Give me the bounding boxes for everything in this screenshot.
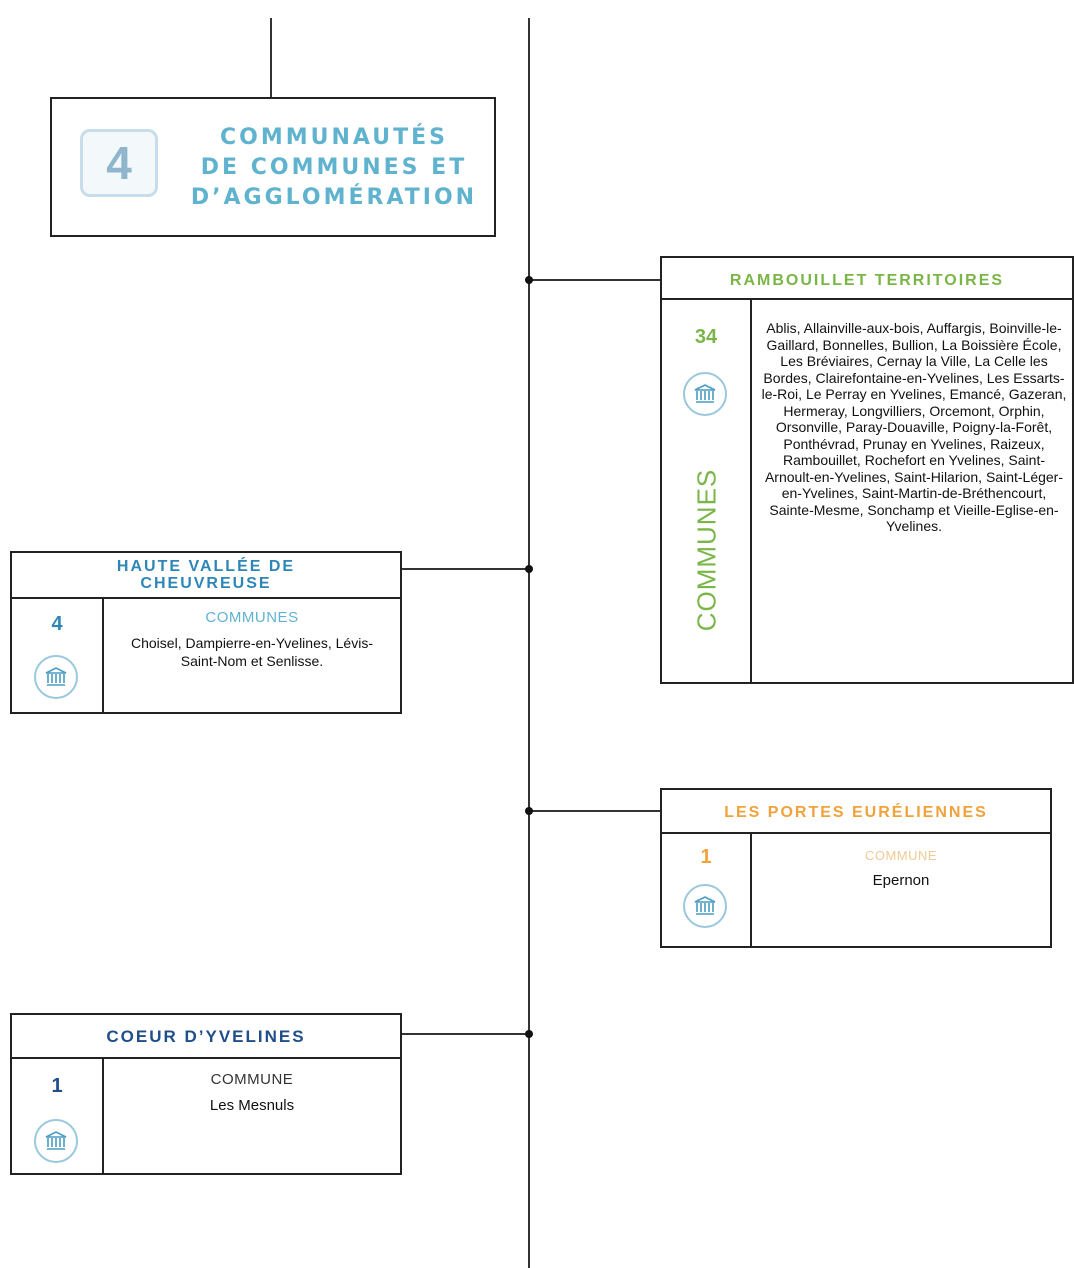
communes-vertical-label: COMMUNES <box>691 468 722 632</box>
card-side: 34 COMMUNES <box>662 300 752 682</box>
card-title: HAUTE VALLÉE DE CHEUVREUSE <box>12 553 400 599</box>
card-coeur: COEUR D’YVELINES 1 COMMUNE Les Mesnuls <box>10 1013 402 1175</box>
header-title-line: COMMUNAUTÉS <box>219 125 448 150</box>
communes-label: COMMUNE <box>864 848 938 863</box>
node-rambouillet <box>525 276 533 284</box>
header-title-line: DE COMMUNES ET <box>200 155 468 180</box>
card-content: COMMUNES Choisel, Dampierre-en-Yvelines,… <box>104 599 400 712</box>
card-haute-vallee: HAUTE VALLÉE DE CHEUVREUSE 4 COMMUNES Ch… <box>10 551 402 714</box>
header-title: COMMUNAUTÉS DE COMMUNES ET D’AGGLOMÉRATI… <box>178 123 490 213</box>
card-title: COEUR D’YVELINES <box>12 1015 400 1059</box>
town-hall-icon <box>34 655 78 699</box>
card-side: 1 <box>12 1059 104 1173</box>
commune-count: 34 <box>694 326 718 348</box>
communes-label: COMMUNES <box>205 609 299 626</box>
town-hall-icon <box>34 1119 78 1163</box>
card-content: COMMUNE Les Mesnuls <box>104 1059 400 1173</box>
communes-label: COMMUNE <box>210 1071 294 1088</box>
node-portes <box>525 807 533 815</box>
card-portes: LES PORTES EURÉLIENNES 1 COMMUNE Epernon <box>660 788 1052 948</box>
commune-count: 4 <box>51 613 63 635</box>
communes-list: Les Mesnuls <box>209 1097 295 1114</box>
main-vertical-line <box>528 18 530 1268</box>
connector-haute-vallee <box>402 568 529 570</box>
header-title-line: D’AGGLOMÉRATION <box>190 185 478 210</box>
communes-list: Epernon <box>872 872 930 889</box>
communes-list: Choisel, Dampierre-en-Yvelines, Lévis-Sa… <box>131 635 373 669</box>
connector-rambouillet <box>529 279 662 281</box>
connector-portes <box>529 810 662 812</box>
header-number-badge: 4 <box>80 129 158 197</box>
node-coeur <box>525 1030 533 1038</box>
card-title: LES PORTES EURÉLIENNES <box>662 790 1050 834</box>
connector-coeur <box>402 1033 529 1035</box>
town-hall-icon <box>683 884 727 928</box>
card-side: 1 <box>662 834 752 946</box>
commune-count: 1 <box>700 846 712 868</box>
communes-list: Ablis, Allainville-aux-bois, Auffargis, … <box>761 320 1067 534</box>
node-haute-vallee <box>525 565 533 573</box>
town-hall-icon <box>683 372 727 416</box>
card-rambouillet: RAMBOUILLET TERRITOIRES 34 COMMUNES Abli… <box>660 256 1074 684</box>
card-side: 4 <box>12 599 104 712</box>
commune-count: 1 <box>51 1075 63 1097</box>
top-connector-line <box>270 18 272 98</box>
card-title: RAMBOUILLET TERRITOIRES <box>662 258 1072 300</box>
card-content: COMMUNE Epernon <box>752 834 1050 946</box>
header-box: 4 COMMUNAUTÉS DE COMMUNES ET D’AGGLOMÉRA… <box>50 97 496 237</box>
